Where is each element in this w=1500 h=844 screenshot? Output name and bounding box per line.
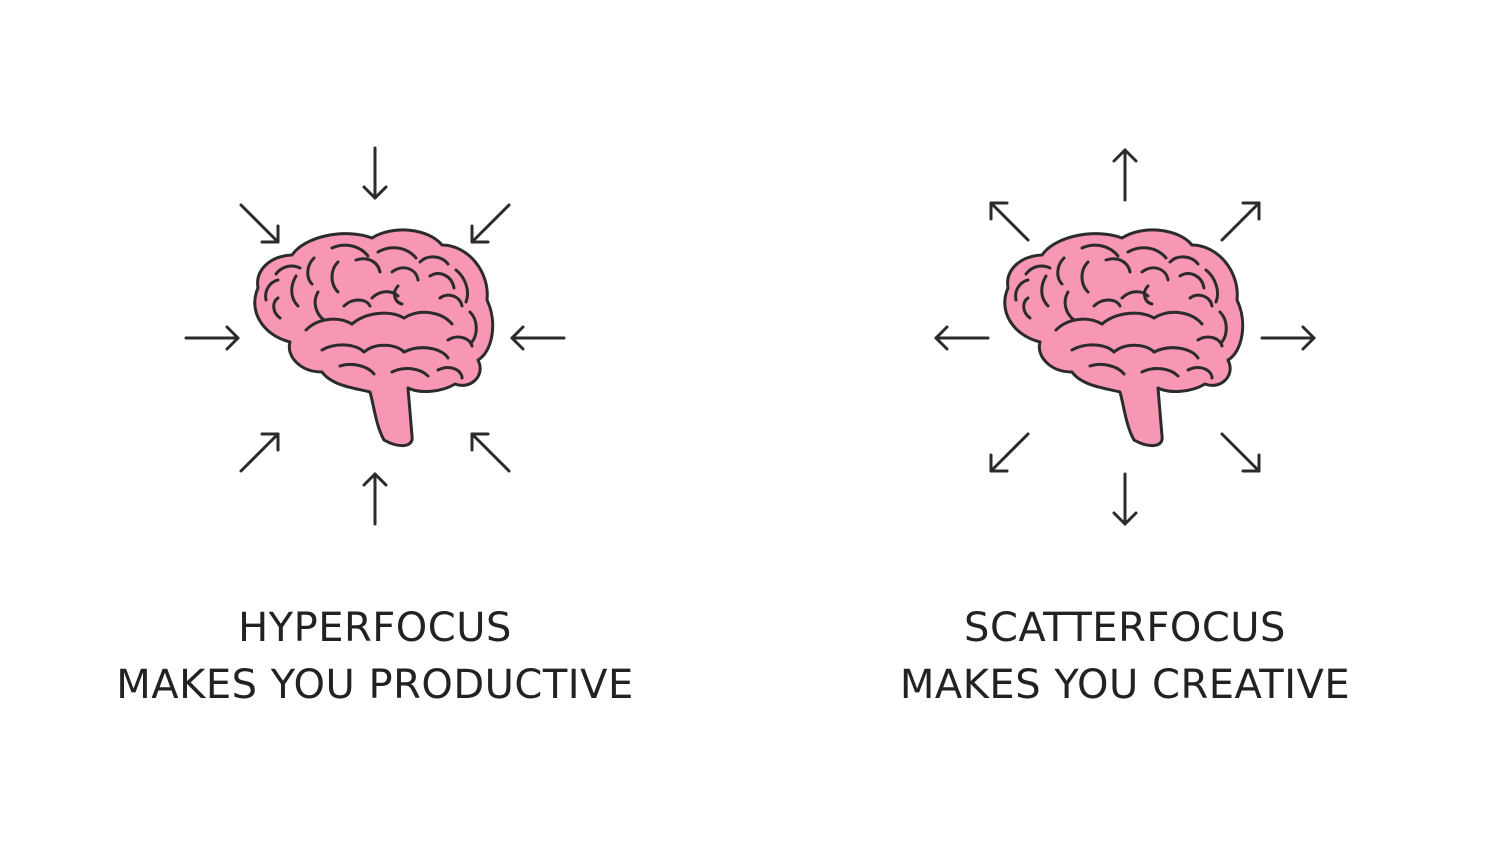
arrow-down-left-icon — [989, 432, 1030, 473]
arrow-down-icon — [362, 146, 388, 200]
scatterfocus-panel: SCATTERFOCUS MAKES YOU CREATIVE — [750, 0, 1500, 844]
caption-subtitle: MAKES YOU PRODUCTIVE — [116, 662, 634, 708]
caption-title: SCATTERFOCUS — [964, 605, 1286, 651]
arrow-down-icon — [1112, 472, 1138, 526]
arrow-up-icon — [362, 472, 388, 526]
brain-icon — [253, 228, 495, 447]
arrow-right-icon — [184, 325, 240, 351]
arrow-up-left-icon — [989, 201, 1030, 242]
caption-title: HYPERFOCUS — [238, 605, 512, 651]
caption-subtitle: MAKES YOU CREATIVE — [899, 662, 1351, 708]
hyperfocus-panel: HYPERFOCUS MAKES YOU PRODUCTIVE — [0, 0, 750, 708]
arrow-up-left-icon — [470, 432, 511, 473]
scatterfocus-illustration — [750, 0, 1500, 560]
scatterfocus-figure — [934, 148, 1316, 526]
arrow-right-icon — [1260, 325, 1316, 351]
arrow-down-right-icon — [1220, 432, 1261, 473]
hyperfocus-figure — [184, 146, 566, 526]
brain-icon — [1003, 228, 1245, 447]
hyperfocus-illustration — [0, 0, 750, 560]
arrow-down-right-icon — [239, 203, 280, 244]
arrow-down-left-icon — [470, 203, 511, 244]
arrow-left-icon — [934, 325, 990, 351]
arrow-up-icon — [1112, 148, 1138, 202]
arrow-up-right-icon — [239, 432, 280, 473]
arrow-up-right-icon — [1220, 201, 1261, 242]
arrow-left-icon — [510, 325, 566, 351]
